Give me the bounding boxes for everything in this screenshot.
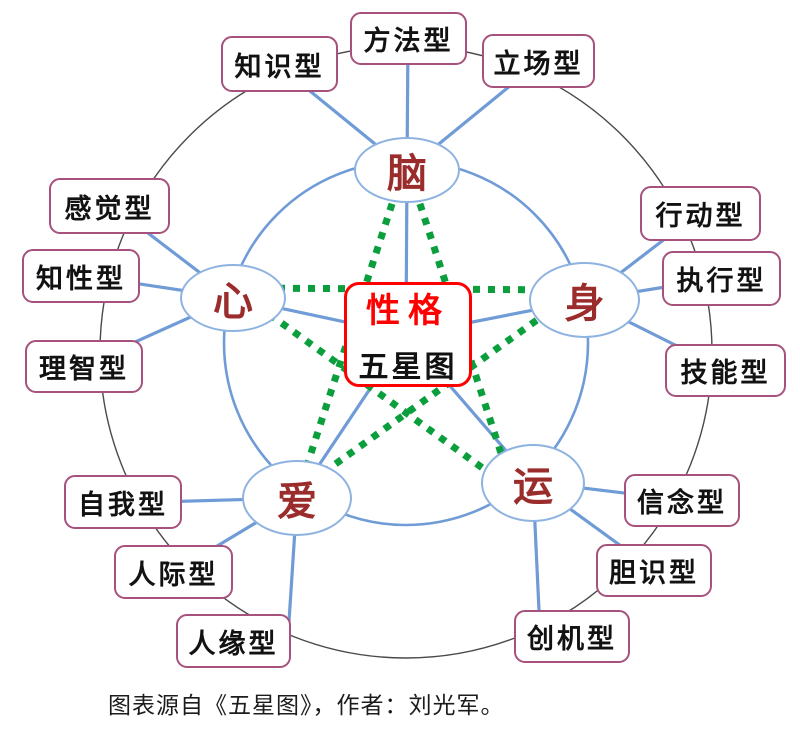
- type-box-popularity: 人缘型: [176, 614, 291, 668]
- node-love: 爱: [242, 460, 352, 536]
- type-box-execution: 执行型: [662, 251, 781, 306]
- type-box-rational: 理智型: [25, 340, 143, 393]
- type-box-feeling: 感觉型: [49, 178, 170, 234]
- type-box-courage: 胆识型: [596, 544, 712, 597]
- center-subtitle: 五星图: [358, 351, 458, 384]
- type-box-skill: 技能型: [665, 344, 786, 397]
- type-box-knowledge: 知识型: [221, 36, 338, 92]
- center-title: 性格: [366, 292, 450, 330]
- type-box-stance: 立场型: [482, 34, 595, 88]
- type-box-opportunity: 创机型: [514, 610, 630, 663]
- node-brain: 脑: [354, 137, 460, 203]
- type-box-interpersonal: 人际型: [114, 545, 233, 599]
- node-fortune: 运: [481, 444, 585, 522]
- type-box-self: 自我型: [64, 475, 182, 529]
- type-box-intellect: 知性型: [22, 249, 140, 303]
- center-title-box: 性格 五星图: [344, 282, 472, 387]
- node-heart: 心: [180, 264, 286, 332]
- source-caption: 图表源自《五星图》，作者：刘光军。: [108, 693, 505, 718]
- type-box-action: 行动型: [640, 186, 761, 241]
- node-body: 身: [529, 262, 640, 338]
- pentagram-lines: [230, 159, 582, 493]
- type-box-belief: 信念型: [624, 474, 740, 527]
- type-box-method: 方法型: [350, 12, 467, 65]
